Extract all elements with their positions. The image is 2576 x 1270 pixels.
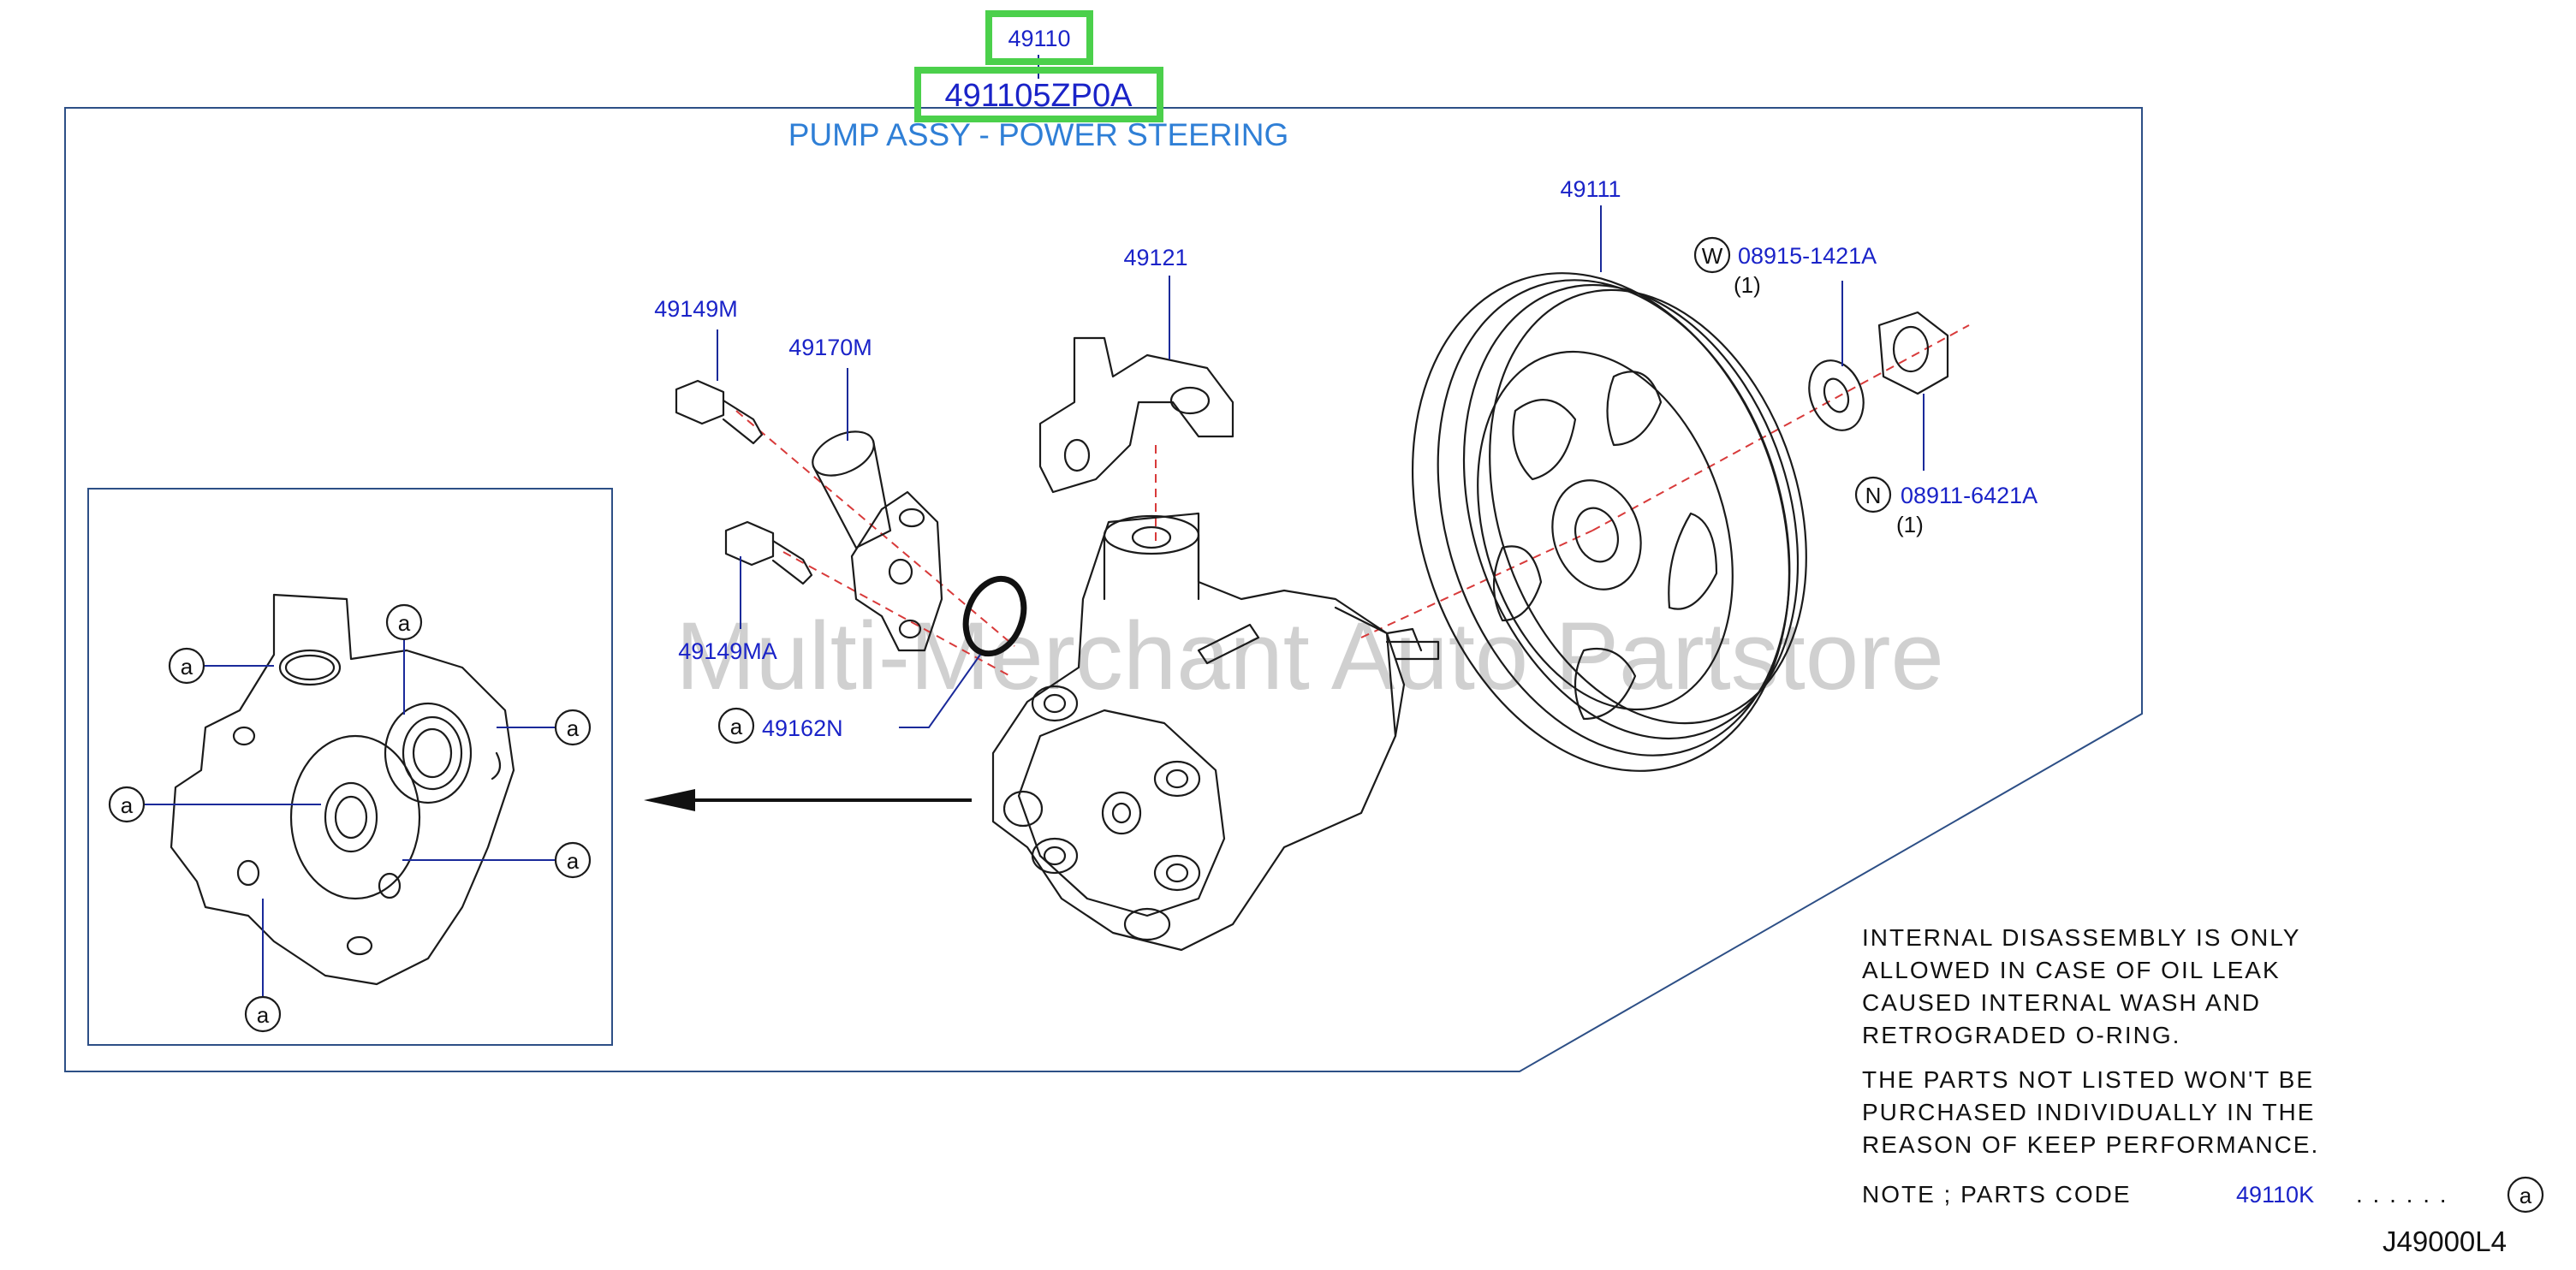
parts-code-dots: . . . . . . [2356,1181,2448,1208]
part-49149MA[interactable]: 49149MA [678,638,777,664]
parts-code-marker: a [2519,1183,2532,1208]
seal-marker-circle-49162n [717,707,755,745]
svg-text:a: a [121,792,134,818]
svg-text:a: a [567,715,580,741]
parts-code-marker-circle [2507,1176,2544,1214]
washer-drawing [1808,359,1865,431]
svg-text:a: a [398,610,411,636]
watermark-text: Multi-Merchant Auto Partstore [675,602,1943,709]
svg-text:THE PARTS NOT LISTED WON'T: THE PARTS NOT LISTED WON'T BE [1862,1066,2314,1093]
pump-body-drawing [991,512,1440,952]
svg-text:a: a [567,848,580,874]
leader-49162n [899,654,981,728]
seal-marker-1: a [168,647,205,685]
part-49170M[interactable]: 49170M [788,335,872,360]
parts-code-value[interactable]: 49110K [2236,1182,2314,1208]
washer-symbol: W [1702,243,1723,269]
seal-marker-49162n: a [730,714,743,739]
bolt-49149ma-drawing [724,520,813,585]
part-49111[interactable]: 49111 [1560,176,1621,202]
part-washer-code[interactable]: 08915-1421A [1738,243,1877,269]
seal-marker-3: a [554,709,592,746]
nut-drawing [1877,311,1949,395]
part-49162N[interactable]: 49162N [762,715,843,741]
nut-qty: (1) [1896,512,1924,537]
svg-text:a: a [181,654,193,680]
washer-qty: (1) [1734,272,1761,298]
assembly-part-number[interactable]: 49110 [1008,26,1070,51]
bracket-drawing [1038,336,1234,494]
arrow-head [644,789,695,811]
seal-marker-5: a [554,841,592,879]
seal-marker-2: a [385,603,423,641]
parts-code-label: NOTE ; PARTS CODE [1862,1181,2132,1208]
svg-text:ALLOWED IN CASE OF OIL LE: ALLOWED IN CASE OF OIL LEAK [1862,957,2281,983]
inset-housing-drawing [170,593,515,986]
svg-text:RETROGRADED O-RING.: RETROGRADED O-RING. [1862,1022,2180,1048]
sub-number-highlight [914,67,1163,122]
connector-drawing [812,430,943,652]
note-disassembly: INTERNAL DISASSEMBLY IS ONLY ALLOWED IN … [1862,924,2300,1048]
seal-marker-4: a [108,786,146,823]
nut-symbol: N [1865,483,1882,508]
svg-text:REASON OF KEEP PERFORMANCE.: REASON OF KEEP PERFORMANCE. [1862,1131,2319,1158]
inset-detail-frame [87,488,613,1046]
note-parts-not-listed: THE PARTS NOT LISTED WON'T BE PURCHASED … [1862,1066,2319,1158]
washer-symbol-circle [1693,236,1731,274]
o-ring-drawing [962,575,1027,657]
svg-text:INTERNAL DISASSEMBLY IS ONL: INTERNAL DISASSEMBLY IS ONLY [1862,924,2300,951]
bolt-49149m-drawing [675,379,764,445]
part-49149M[interactable]: 49149M [654,296,738,322]
pulley-drawing [1411,272,1807,772]
diagram-code: J49000L4 [2383,1225,2507,1257]
seal-marker-6: a [244,995,282,1033]
assembly-sub-number[interactable]: 491105ZP0A [944,78,1133,114]
svg-text:CAUSED INTERNAL WASH AND: CAUSED INTERNAL WASH AND [1862,989,2261,1016]
svg-text:a: a [257,1002,270,1028]
svg-text:PURCHASED INDIVIDUALLY IN T: PURCHASED INDIVIDUALLY IN THE [1862,1099,2315,1125]
nut-symbol-circle [1854,476,1892,513]
centerlines [735,324,1970,677]
part-number-highlight [985,10,1093,65]
assembly-frame [64,107,2143,1072]
part-49121[interactable]: 49121 [1123,245,1187,270]
assembly-title: PUMP ASSY - POWER STEERING [788,117,1289,152]
inset-leaders [144,640,555,997]
part-nut-code[interactable]: 08911-6421A [1901,483,2038,508]
